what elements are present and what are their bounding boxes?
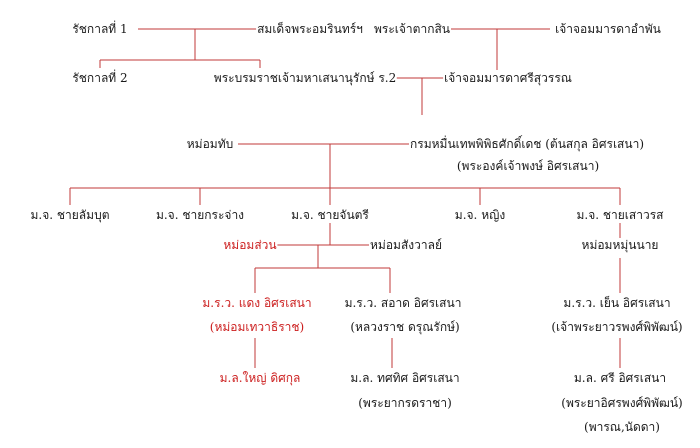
node-chaophraya: (เจ้าพระยาวรพงศ์พิพัฒน์) bbox=[550, 320, 684, 334]
node-phraya-korn: (พระยากรดราชา) bbox=[357, 396, 453, 410]
node-rama2: รัชกาลที่ 2 bbox=[71, 71, 129, 85]
node-mom-sangwal: หม่อมสังวาลย์ bbox=[369, 238, 443, 252]
node-mom-thewa: (หม่อมเทวาธิราช) bbox=[208, 320, 306, 334]
node-mom-suan: หม่อมส่วน bbox=[222, 238, 278, 252]
node-ml-sri: ม.ล. ศรี อิศรเสนา bbox=[572, 371, 668, 385]
node-kromma-muen: กรมหมื่นเทพพิพิธศักดิ์เดช (ต้นสกุล อิศรเ… bbox=[409, 137, 645, 151]
node-mom-tap: หม่อมทับ bbox=[185, 137, 235, 151]
node-mj-chai-saowarot: ม.จ. ชายเสาวรส bbox=[575, 208, 665, 222]
node-amarin: สมเด็จพระอมรินทร์ฯ bbox=[256, 22, 364, 36]
node-ml-yai: ม.ล.ใหญ่ ดิศกุล bbox=[218, 371, 302, 385]
node-phra-kan: (พารณ,นัดดา) bbox=[583, 420, 661, 434]
node-mj-chai-chantri: ม.จ. ชายจันตรี bbox=[290, 208, 370, 222]
node-phraya-issara: (พระยาอิศรพงศ์พิพัฒน์) bbox=[560, 396, 684, 410]
node-mom-mhunai: หม่อมหมุ่นนาย bbox=[580, 238, 660, 252]
node-mrw-daeng: ม.ร.ว. แดง อิศรเสนา bbox=[201, 296, 313, 310]
node-rama1: รัชกาลที่ 1 bbox=[71, 22, 129, 36]
node-chaofa-ampan: เจ้าจอมมารดาอำพัน bbox=[554, 22, 662, 36]
node-phra-ong: (พระองค์เจ้าพงษ์ อิศรเสนา) bbox=[455, 159, 601, 173]
node-mj-chai-lamut: ม.จ. ชายลัมบุต bbox=[29, 208, 111, 222]
node-phra-borom: พระบรมราชเจ้ามหาเสนานุรักษ์ ร.2 bbox=[212, 71, 398, 85]
node-mj-chai-krachang: ม.จ. ชายกระจ่าง bbox=[154, 208, 246, 222]
node-mrw-sa-at: ม.ร.ว. สอาด อิศรเสนา bbox=[343, 296, 463, 310]
node-mj-ying: ม.จ. หญิง bbox=[453, 208, 507, 222]
node-taksin: พระเจ้าตากสิน bbox=[373, 22, 451, 36]
node-chaofa-sri: เจ้าจอมมารดาศรีสุวรรณ bbox=[443, 71, 573, 85]
node-ml-thatthi: ม.ล. ทศทิศ อิศรเสนา bbox=[349, 371, 461, 385]
node-mrw-yen: ม.ร.ว. เย็น อิศรเสนา bbox=[562, 296, 672, 310]
node-luang-rat: (หลวงราช ดรุณรักษ์) bbox=[349, 320, 461, 334]
